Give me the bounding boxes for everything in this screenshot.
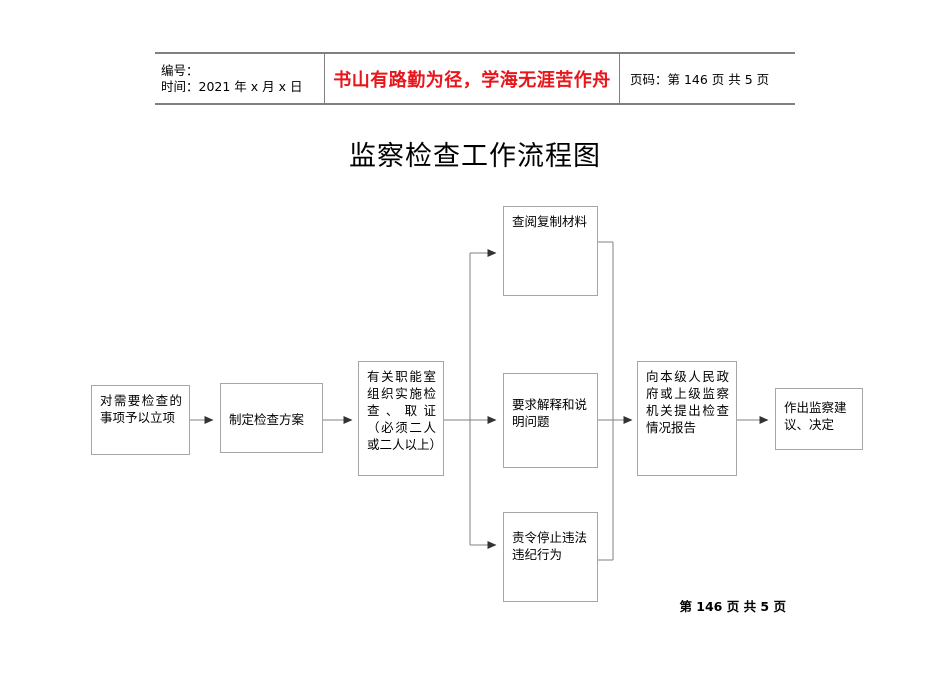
flow-node-n2-label: 制定检查方案	[229, 411, 305, 427]
flow-node-b3[interactable]: 责令停止违法违纪行为	[503, 512, 598, 602]
flow-node-b1[interactable]: 查阅复制材料	[503, 206, 598, 296]
header-label-time: 时间：2021 年 x 月 x 日	[161, 78, 303, 94]
header-motto-text: 书山有路勤为径，学海无涯苦作舟	[333, 69, 611, 91]
flow-node-n3[interactable]: 有关职能室组织实施检查、取证（必须二人或二人以上）	[358, 361, 444, 476]
flow-node-n4[interactable]: 向本级人民政府或上级监察机关提出检查情况报告	[637, 361, 737, 476]
header-label-number: 编号：	[161, 62, 199, 78]
header-page-info: 页码：第 146 页 共 5 页	[630, 72, 770, 87]
flow-node-n2[interactable]: 制定检查方案	[220, 383, 323, 453]
page-title: 监察检查工作流程图	[349, 141, 601, 172]
flow-node-b3-label: 责令停止违法违纪行为	[512, 530, 588, 562]
flow-node-b2-label: 要求解释和说明问题	[512, 397, 588, 429]
flow-node-n5[interactable]: 作出监察建议、决定	[775, 388, 863, 450]
flow-node-n4-label: 向本级人民政府或上级监察机关提出检查情况报告	[646, 369, 729, 435]
header-cell-motto: 书山有路勤为径，学海无涯苦作舟	[325, 54, 620, 103]
flow-node-n5-label: 作出监察建议、决定	[784, 400, 847, 432]
flow-node-n1[interactable]: 对需要检查的事项予以立项	[91, 385, 190, 455]
flow-node-n1-label: 对需要检查的事项予以立项	[100, 393, 182, 425]
header-cell-meta: 编号： 时间：2021 年 x 月 x 日	[155, 54, 325, 103]
header-table: 编号： 时间：2021 年 x 月 x 日 书山有路勤为径，学海无涯苦作舟 页码…	[155, 52, 795, 105]
flow-node-b2[interactable]: 要求解释和说明问题	[503, 373, 598, 468]
flow-node-b1-label: 查阅复制材料	[512, 214, 588, 229]
footer-page-info: 第 146 页 共 5 页	[679, 599, 786, 614]
header-cell-pagenum: 页码：第 146 页 共 5 页	[620, 54, 795, 103]
flow-node-n3-label: 有关职能室组织实施检查、取证（必须二人或二人以上）	[367, 369, 443, 452]
